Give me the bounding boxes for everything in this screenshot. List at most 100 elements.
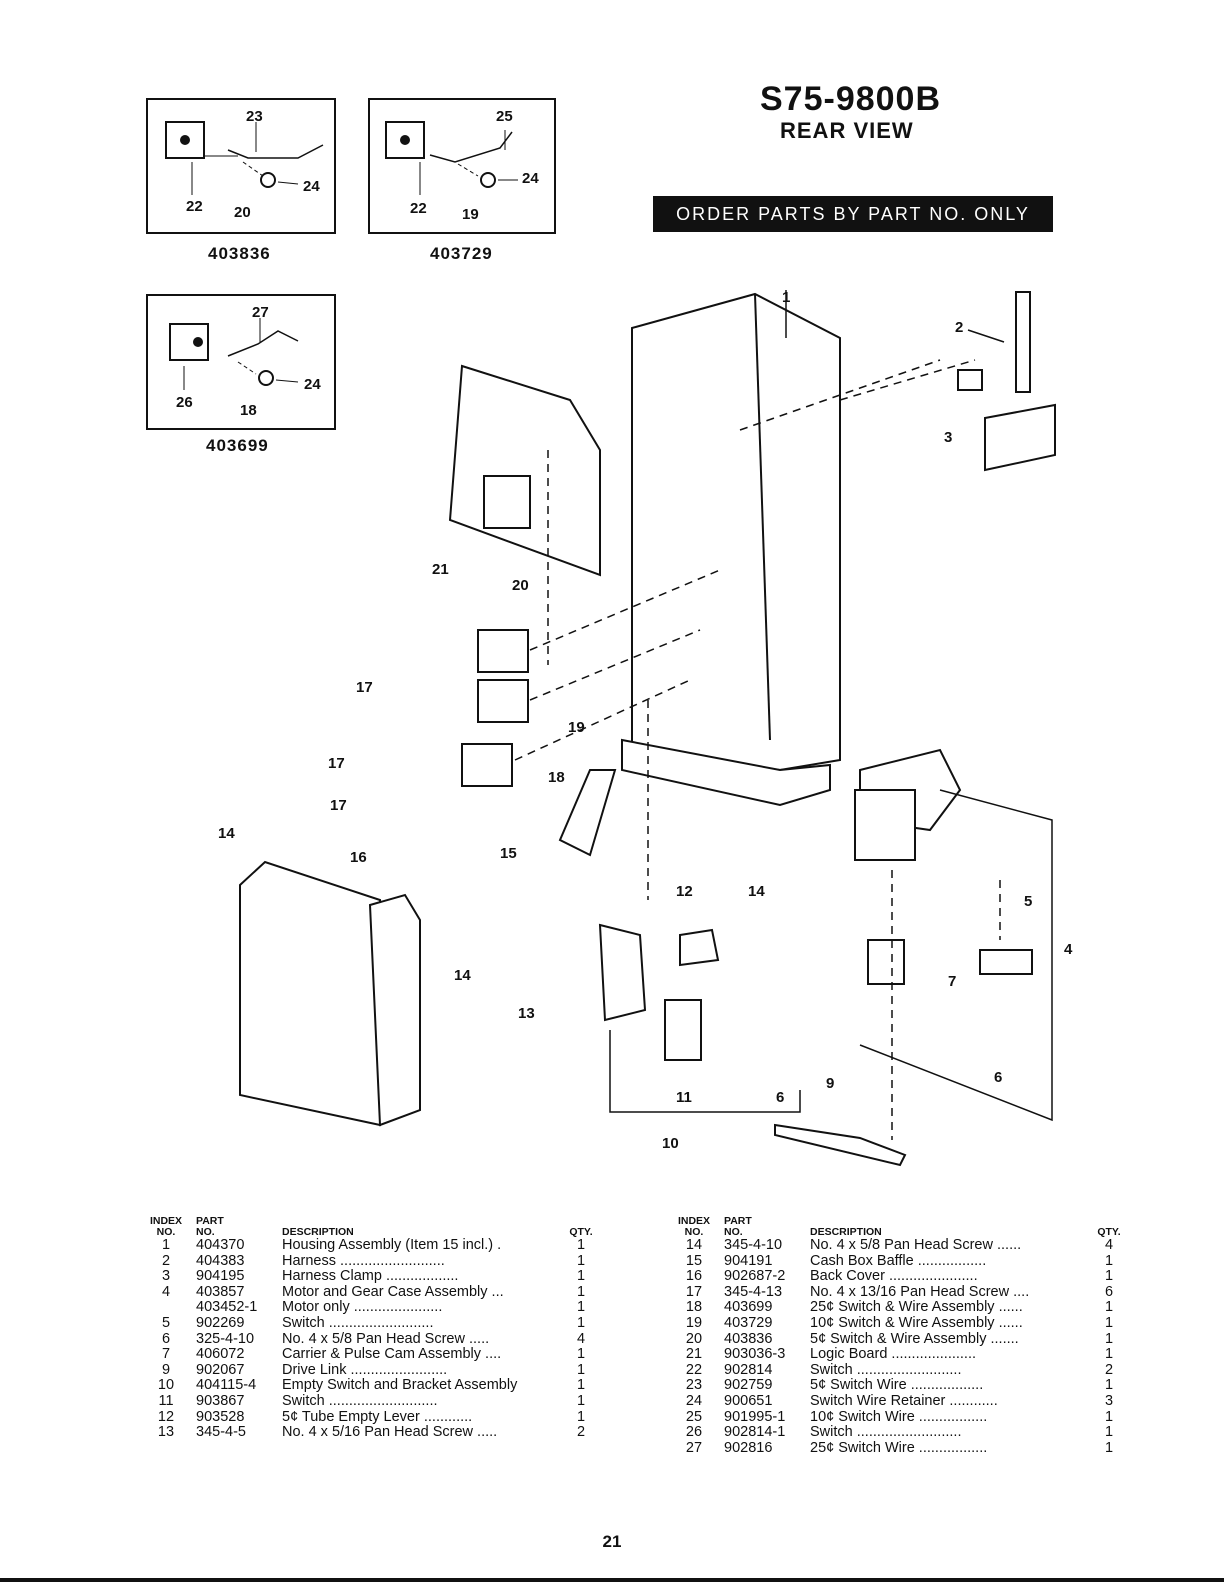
part-number-cell: 406072	[196, 1346, 245, 1363]
description-cell: Back Cover ......................	[810, 1268, 978, 1285]
callout-label: 2	[955, 319, 963, 336]
description-cell: 5¢ Switch Wire ..................	[810, 1377, 984, 1394]
index-cell: 20	[685, 1330, 703, 1347]
qty-cell: 1	[1104, 1346, 1114, 1363]
qty-cell: 4	[1104, 1237, 1114, 1253]
qty-cell: 4	[576, 1330, 586, 1347]
description-cell: No. 4 x 13/16 Pan Head Screw ....	[810, 1283, 1030, 1300]
qty-cell: 1	[1104, 1408, 1114, 1425]
callout-label: 10	[662, 1135, 679, 1152]
index-cell: 26	[685, 1424, 703, 1441]
index-cell: 13	[157, 1424, 175, 1441]
part-header: PART	[196, 1215, 224, 1227]
callout-label: 14	[218, 825, 235, 842]
callout-label: 21	[432, 561, 449, 578]
qty-header: QTY.	[1097, 1226, 1121, 1238]
qty-header: QTY.	[569, 1226, 593, 1238]
part-number-cell: 902816	[724, 1439, 773, 1456]
callout-label: 27	[252, 304, 269, 321]
index-cell: 25	[685, 1408, 703, 1425]
callout-label: 22	[186, 198, 203, 215]
index-cell: 14	[685, 1237, 703, 1253]
part-number-cell: 325-4-10	[196, 1330, 255, 1347]
inset-part-number: 403699	[206, 436, 269, 455]
index-header: INDEX	[149, 1215, 183, 1227]
callout-label: 20	[512, 577, 529, 594]
part-number-cell: 902814-1	[724, 1424, 786, 1441]
description-cell: 10¢ Switch & Wire Assembly ......	[810, 1314, 1023, 1331]
part-number-cell: 902269	[196, 1314, 245, 1331]
index-cell	[140, 1300, 192, 1316]
index-cell: 3	[161, 1268, 171, 1285]
qty-cell: 3	[1104, 1392, 1114, 1409]
callout-label: 22	[410, 200, 427, 217]
description-header: DESCRIPTION	[282, 1226, 354, 1238]
part-number-cell: 404115-4	[196, 1377, 257, 1394]
qty-cell: 1	[576, 1283, 586, 1300]
page-number: 21	[602, 1532, 622, 1551]
part-number-cell: 902814	[724, 1361, 773, 1378]
callout-label: 23	[246, 108, 263, 125]
qty-cell: 6	[1104, 1283, 1114, 1300]
index-cell: 11	[158, 1392, 174, 1409]
view-title: REAR VIEW	[780, 118, 914, 143]
qty-cell: 1	[576, 1346, 586, 1363]
callout-label: 17	[328, 755, 345, 772]
callout-label: 15	[500, 845, 517, 862]
qty-cell: 1	[576, 1268, 586, 1285]
qty-cell: 1	[1104, 1314, 1114, 1331]
part-number-cell: 900651	[724, 1392, 773, 1409]
description-cell: Empty Switch and Bracket Assembly	[282, 1377, 518, 1394]
callout-label: 24	[303, 178, 320, 195]
description-cell: No. 4 x 5/16 Pan Head Screw .....	[282, 1424, 498, 1441]
part-number-cell: 403857	[196, 1283, 245, 1300]
callout-label: 20	[234, 204, 251, 221]
callout-label: 6	[776, 1089, 784, 1106]
qty-cell: 1	[576, 1361, 586, 1378]
part-number-cell: 902687-2	[724, 1268, 786, 1285]
callout-label: 14	[454, 967, 471, 984]
description-cell: Housing Assembly (Item 15 incl.) .	[282, 1237, 502, 1253]
switch-wire-drawing-icon	[165, 121, 324, 195]
qty-cell: 2	[576, 1424, 586, 1441]
inset-403836: 23 24 22 20	[146, 98, 336, 234]
qty-cell: 1	[576, 1237, 586, 1253]
callout-label: 1	[782, 289, 790, 306]
description-cell: Switch ..........................	[810, 1424, 962, 1441]
description-cell: No. 4 x 5/8 Pan Head Screw ......	[810, 1237, 1022, 1253]
inset-403729: 25 24 22 19	[368, 98, 556, 234]
qty-cell: 1	[1104, 1299, 1114, 1316]
part-number-cell: 903036-3	[724, 1346, 786, 1363]
description-header: DESCRIPTION	[810, 1226, 882, 1238]
inset-403699: 27 24 26 18	[146, 294, 336, 430]
part-number-cell: 403452-1	[196, 1299, 258, 1316]
bottom-rule	[0, 1578, 1224, 1582]
part-number-cell: 403699	[724, 1299, 773, 1316]
index-cell: 15	[685, 1252, 703, 1269]
description-cell: 25¢ Switch Wire .................	[810, 1439, 988, 1456]
index-cell: 1	[161, 1237, 171, 1253]
callout-label: 17	[356, 679, 373, 696]
description-cell: 5¢ Switch & Wire Assembly .......	[810, 1330, 1019, 1347]
switch-wire-drawing-icon	[169, 318, 299, 390]
callout-label: 19	[462, 206, 479, 223]
order-notice-banner: ORDER PARTS BY PART NO. ONLY	[653, 196, 1053, 232]
description-cell: Drive Link ........................	[282, 1361, 448, 1378]
index-cell: 12	[157, 1408, 175, 1425]
callout-label: 11	[676, 1089, 692, 1106]
qty-cell: 1	[576, 1299, 586, 1316]
